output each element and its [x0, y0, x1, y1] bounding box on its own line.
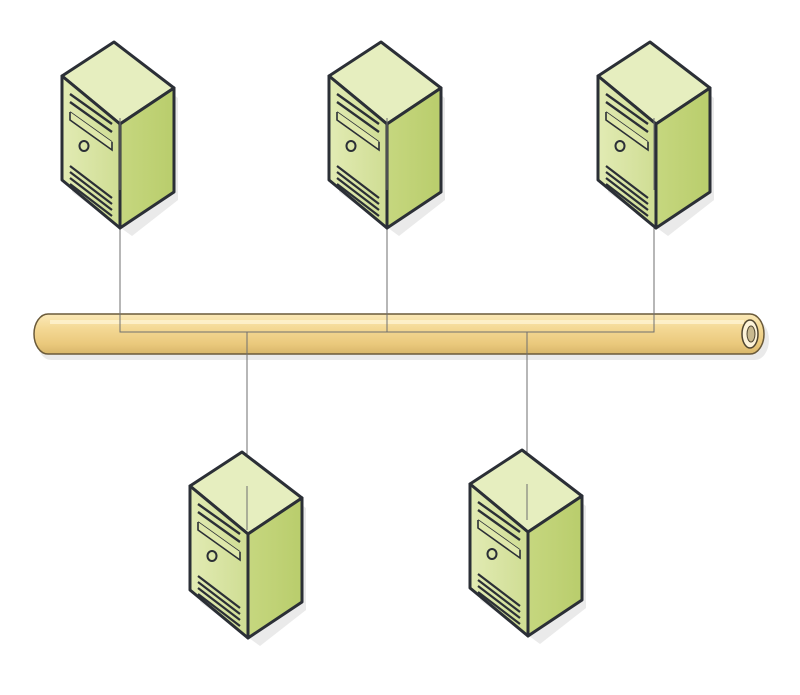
server-tower-icon [468, 448, 588, 646]
server-tower-icon [188, 450, 308, 648]
server-tower-icon [596, 40, 716, 238]
bus-backbone-cable [33, 313, 769, 360]
